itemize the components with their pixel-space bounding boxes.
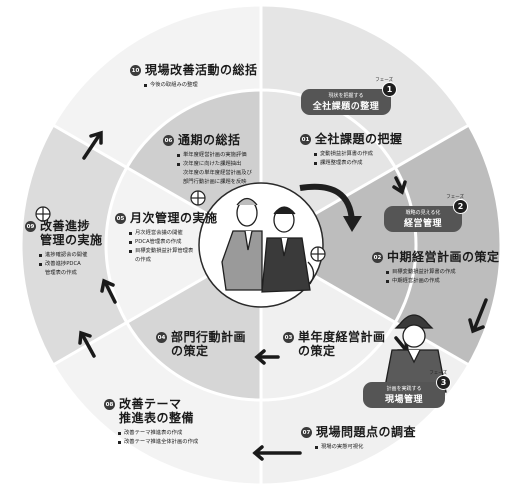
step-07-item: 現場の実態可視化 — [315, 443, 416, 452]
step-04-title: 部門行動計画 — [171, 330, 247, 344]
flow-arrows — [78, 130, 488, 461]
step-09-item: 改善進捗PDCA — [39, 260, 103, 269]
step-10-title: 現場改善活動の総括 — [145, 63, 258, 77]
step-01-item: 課題整理表の作成 — [314, 159, 403, 168]
phase-3-bubble: フェーズ 3 計画を実践する 現場管理 — [363, 371, 451, 408]
crosshair-marker-left — [35, 206, 51, 222]
phase-3-label: フェーズ — [429, 371, 447, 376]
step-03-title: 単年度経営計画 — [298, 330, 386, 344]
inner-sector-left — [105, 167, 261, 323]
phase-1-bubble: フェーズ 1 現状を把握する 全社課題の整理 — [301, 78, 397, 115]
phase-1-number: 1 — [382, 82, 397, 97]
step-09-item: 進捗確認会の開催 — [39, 251, 103, 260]
businessmen-illustration — [221, 197, 315, 293]
step-10: 10 現場改善活動の総括 今後の取組みの整理 — [130, 63, 258, 90]
step-03-subtitle: の策定 — [298, 343, 336, 358]
step-10-item: 今後の取組みの整理 — [144, 81, 258, 90]
phase-2-number: 2 — [453, 199, 468, 214]
step-07-number: 07 — [301, 427, 312, 439]
step-07-title: 現場問題点の調査 — [316, 425, 417, 439]
step-02-number: 02 — [372, 252, 383, 264]
phase-3-name: 現場管理 — [384, 395, 423, 405]
step-05-item-cont: の作成 — [135, 256, 151, 263]
step-04-number: 04 — [156, 332, 167, 344]
step-04: 04 部門行動計画 の策定 — [156, 330, 247, 359]
arrow-left-inner — [103, 280, 117, 304]
step-06-item: 単年度経営計画の実施評価 — [177, 151, 252, 160]
phase-2-caption: 戦略の見える化 — [405, 210, 441, 216]
phase-2-name: 経営管理 — [403, 219, 442, 229]
worker-illustration — [383, 314, 447, 393]
step-01: 01 全社課題の把握 変動損益計算書の作成 課題整理表の作成 — [300, 132, 403, 168]
step-06-note: 次年度の単年度経営計画及び 部門行動計画に課題を反映 — [183, 169, 252, 187]
step-05-title: 月次管理の実施 — [130, 211, 218, 225]
step-04-subtitle: の策定 — [171, 343, 209, 358]
phase-3-caption: 計画を実践する — [386, 386, 422, 392]
step-02: 02 中期経営計画の策定 目標変動損益計算書の作成 中期経営計画の作成 — [372, 250, 500, 286]
step-06-number: 06 — [163, 135, 174, 147]
arrow-left-lower — [80, 332, 96, 358]
step-01-number: 01 — [300, 134, 311, 146]
arrow-right-upper — [394, 176, 404, 192]
arrow-bottom-right — [394, 336, 408, 352]
step-02-item: 目標変動損益計算書の作成 — [386, 268, 500, 277]
step-06: 06 通期の総括 単年度経営計画の実施評価 次年度に向けた課題抽出 次年度の単年度… — [163, 133, 252, 187]
step-08-item: 改善テーマ推進表の作成 — [118, 429, 198, 438]
step-03: 03 単年度経営計画 の策定 — [283, 330, 386, 359]
step-08-subtitle: 推進表の整備 — [119, 410, 195, 425]
step-06-title: 通期の総括 — [178, 133, 241, 147]
phase-3-number: 3 — [436, 375, 451, 390]
step-05-item: 目標変動損益計算管理表 — [129, 247, 218, 256]
center-curved-arrow-head — [343, 216, 362, 232]
crosshair-marker-center-right — [310, 246, 326, 262]
phase-2-label: フェーズ — [446, 195, 464, 200]
step-05-item: PDCA管理表の作成 — [129, 238, 218, 247]
step-02-item: 中期経営計画の作成 — [386, 277, 500, 286]
step-09-title: 改善進捗 — [40, 219, 91, 233]
phase-1-name: 全社課題の整理 — [312, 102, 380, 112]
step-10-number: 10 — [130, 65, 141, 77]
step-05: 05 月次管理の実施 月次経営会議の開催 PDCA管理表の作成 目標変動損益計算管… — [115, 211, 218, 265]
step-05-number: 05 — [115, 213, 126, 225]
step-01-title: 全社課題の把握 — [315, 132, 403, 146]
step-03-number: 03 — [283, 332, 294, 344]
phase-2-bubble: フェーズ 2 戦略の見える化 経営管理 — [384, 195, 468, 232]
step-07: 07 現場問題点の調査 現場の実態可視化 — [301, 425, 417, 452]
step-09-item-cont: 管理表の作成 — [45, 269, 77, 276]
arrow-right-lower — [472, 298, 488, 332]
step-08-item: 改善テーマ推進全体計画の作成 — [118, 438, 198, 447]
phase-1-caption: 現状を把握する — [328, 93, 364, 99]
step-06-item: 次年度に向けた課題抽出 — [177, 160, 252, 169]
step-09-subtitle: 管理の実施 — [40, 232, 103, 247]
step-08: 08 改善テーマ 推進表の整備 改善テーマ推進表の作成 改善テーマ推進全体計画の作… — [104, 397, 198, 447]
phase-1-label: フェーズ — [375, 78, 393, 83]
step-09: 09 改善進捗 管理の実施 進捗確認会の開催 改善進捗PDCA 管理表の作成 — [25, 219, 103, 278]
arrow-left-upper — [82, 132, 102, 160]
step-06-note-line: 次年度の単年度経営計画及び — [183, 169, 252, 176]
step-08-title: 改善テーマ — [119, 397, 182, 411]
step-06-note-line: 部門行動計画に課題を反映 — [183, 178, 247, 185]
crosshair-marker-center-left — [190, 190, 206, 206]
step-08-number: 08 — [104, 399, 115, 411]
step-05-item: 月次経営会議の開催 — [129, 229, 218, 238]
step-02-title: 中期経営計画の策定 — [387, 250, 500, 264]
step-09-number: 09 — [25, 221, 36, 233]
step-01-item: 変動損益計算書の作成 — [314, 150, 403, 159]
inner-sector-right — [261, 167, 417, 323]
center-curved-arrow — [299, 183, 355, 223]
